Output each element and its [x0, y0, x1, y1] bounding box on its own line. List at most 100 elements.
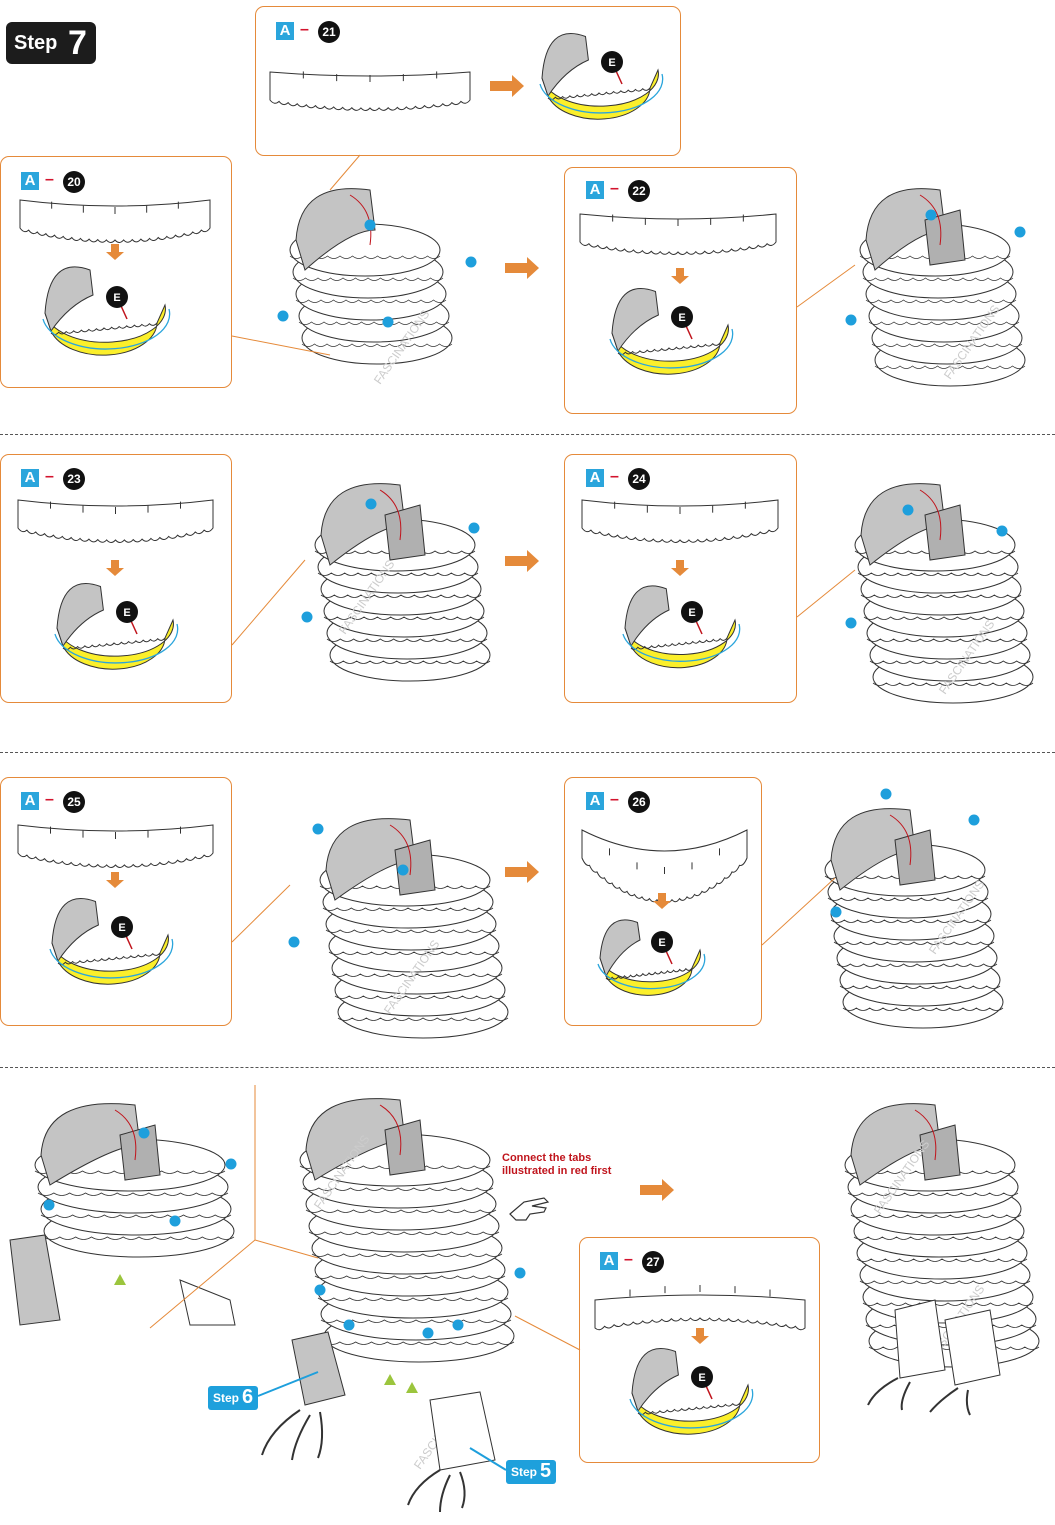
orange-arrow-icon	[490, 75, 524, 97]
body-row1-left	[290, 189, 452, 364]
ring-a27: E	[630, 1349, 753, 1435]
callout-leader	[797, 265, 855, 307]
strip-scallop	[58, 953, 160, 965]
callout-leader	[255, 1240, 318, 1258]
ring-a26: E	[598, 920, 705, 995]
hand-shape	[510, 1198, 548, 1220]
blue-dot-marker	[466, 257, 477, 268]
strip-a27	[595, 1285, 805, 1330]
e-marker-label: E	[688, 607, 695, 619]
e-marker-label: E	[678, 312, 685, 324]
callout-leader	[515, 1316, 580, 1350]
strip-a24	[582, 500, 778, 542]
claw-right	[408, 1470, 465, 1512]
gray-fold	[52, 899, 98, 961]
blue-dot-marker	[969, 815, 980, 826]
blue-dot-marker	[926, 210, 937, 221]
e-marker-label: E	[118, 922, 125, 934]
orange-arrow-icon	[691, 1328, 709, 1344]
orange-arrow-icon	[505, 861, 539, 883]
blue-dot-marker	[453, 1320, 464, 1331]
blue-dot-marker	[365, 220, 376, 231]
orange-arrow-icon	[106, 244, 124, 260]
gray-fold	[45, 267, 93, 331]
ring-a22: E	[610, 289, 733, 375]
gray-fold	[57, 584, 103, 646]
pointing-hand-icon	[510, 1198, 548, 1220]
strip-a23	[18, 500, 213, 542]
body-row1-right	[860, 189, 1025, 386]
gray-fold	[542, 34, 588, 96]
blue-dot-marker	[903, 505, 914, 516]
gray-panel	[385, 1120, 425, 1175]
orange-arrow-icon	[505, 257, 539, 279]
callout-leader	[330, 155, 360, 190]
gray-panel	[385, 505, 425, 560]
blue-dot-marker	[344, 1320, 355, 1331]
callout-leader	[232, 560, 305, 645]
strip-scallop	[548, 88, 650, 100]
callout-leader	[232, 885, 290, 942]
detail-inset-body	[35, 1104, 234, 1257]
blue-dot-marker	[423, 1328, 434, 1339]
orange-arrow-icon	[106, 560, 124, 576]
blue-dot-marker	[881, 789, 892, 800]
orange-arrow-icon	[106, 872, 124, 888]
triangle-marker-icon	[114, 1274, 126, 1285]
strip-scallop	[638, 1403, 740, 1415]
blue-dot-marker	[226, 1159, 237, 1170]
strip-a22	[580, 214, 776, 254]
blue-dot-marker	[139, 1128, 150, 1139]
callout-leader	[797, 570, 855, 617]
body-row2-right	[855, 484, 1033, 703]
body-row3-right	[825, 809, 1003, 1028]
blue-dot-marker	[846, 618, 857, 629]
strip-scallop	[63, 638, 165, 650]
final-assembled-body	[845, 1104, 1039, 1367]
strip-scallop	[51, 323, 157, 335]
paper-strip	[18, 825, 213, 867]
e-marker-label: E	[698, 1372, 705, 1384]
gray-fold	[600, 920, 640, 976]
blue-dot-marker	[515, 1268, 526, 1279]
paper-strip	[582, 830, 747, 902]
orange-arrow-icon	[671, 560, 689, 576]
paper-strip	[18, 500, 213, 542]
leg-inset-left	[10, 1235, 60, 1325]
strip-a25	[18, 825, 213, 867]
ring-a24: E	[623, 586, 740, 668]
blue-dot-marker	[383, 317, 394, 328]
gray-fold	[625, 586, 669, 646]
blue-dot-marker	[997, 526, 1008, 537]
orange-arrow-icon	[671, 268, 689, 284]
blue-dot-marker	[1015, 227, 1026, 238]
e-marker-label: E	[658, 937, 665, 949]
strip-a21	[270, 71, 470, 110]
body-row2-left	[315, 484, 490, 681]
gray-panel	[895, 830, 935, 885]
gray-fold	[632, 1349, 678, 1411]
blue-dot-marker	[398, 865, 409, 876]
ring-a25: E	[50, 899, 173, 985]
blue-dot-marker	[289, 937, 300, 948]
blue-dot-marker	[278, 311, 289, 322]
gray-panel	[925, 505, 965, 560]
ring-a23: E	[55, 584, 178, 670]
ring-a21: E	[540, 34, 663, 120]
paper-strip	[20, 200, 210, 242]
body-row3-left	[320, 819, 508, 1038]
gray-fold	[612, 289, 658, 351]
assembled-body-main	[300, 1099, 514, 1362]
blue-dot-marker	[846, 315, 857, 326]
strip-scallop	[618, 343, 720, 355]
e-marker-label: E	[123, 607, 130, 619]
blue-dot-marker	[469, 523, 480, 534]
ring-a20: E	[43, 267, 170, 355]
triangle-marker-icon	[406, 1382, 418, 1393]
paper-strip	[595, 1295, 805, 1330]
leg-inset-right	[180, 1280, 235, 1325]
paper-strip	[582, 500, 778, 542]
blue-dot-marker	[170, 1216, 181, 1227]
